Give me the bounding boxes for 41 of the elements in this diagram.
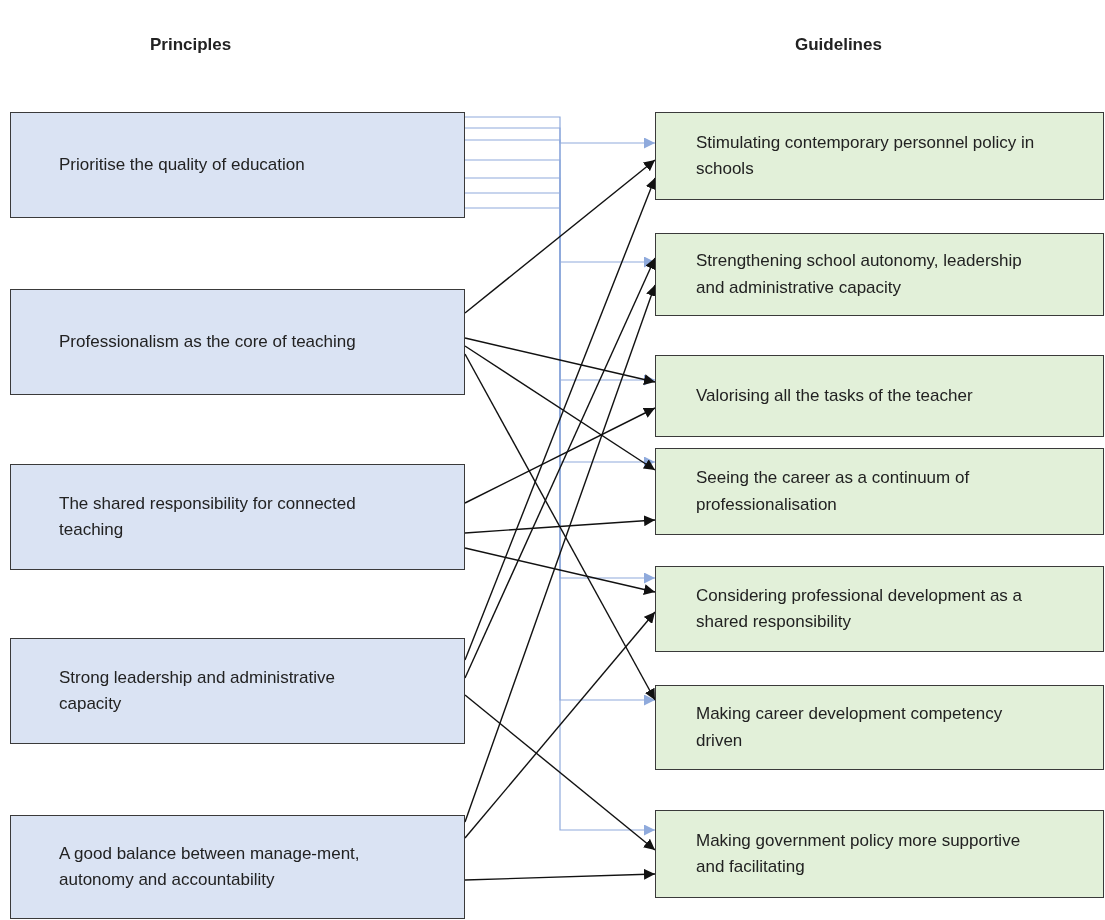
arrow — [464, 257, 656, 679]
principle-box — [10, 638, 465, 744]
guideline-box — [655, 810, 1104, 898]
arrow — [464, 868, 656, 881]
arrow — [464, 139, 656, 386]
guideline-box — [655, 233, 1104, 316]
node-text: Professionalism as the core of teaching — [59, 330, 356, 353]
principle-box — [10, 112, 465, 218]
guideline-box — [655, 355, 1104, 437]
arrow — [464, 345, 656, 471]
arrow — [464, 159, 656, 314]
guideline-box — [655, 112, 1104, 200]
arrow — [464, 407, 656, 504]
column-heading: Guidelines — [795, 35, 882, 55]
node-text: Making government policy more supportive and facilitating — [696, 829, 1022, 878]
column-heading: Principles — [150, 35, 232, 55]
arrow — [464, 611, 656, 839]
principle-box — [10, 464, 465, 570]
node-text: Prioritise the quality of education — [59, 153, 305, 176]
node-text: Strong leadership and administrative capacity — [59, 666, 336, 715]
guideline-box — [655, 566, 1104, 652]
node-text: Making career development competency driven — [696, 703, 1004, 752]
arrow — [464, 116, 656, 149]
guideline-box — [655, 685, 1104, 770]
node-text: Seeing the career as a continuum of professionalisation — [696, 467, 971, 516]
arrow — [464, 353, 656, 701]
node-text: The shared responsibility for connected teaching — [59, 492, 357, 541]
node-text: Considering professional development as a shared responsibility — [696, 584, 1024, 633]
principle-box — [10, 289, 465, 395]
arrow — [464, 547, 656, 595]
arrow — [464, 159, 656, 468]
node-text: A good balance between manage-ment, autonomy and accountability — [59, 842, 361, 891]
arrow — [464, 694, 656, 851]
arrow — [464, 177, 656, 584]
node-text: Stimulating contemporary personnel policy in schools — [696, 131, 1036, 180]
principle-box — [10, 815, 465, 919]
arrow — [464, 337, 656, 385]
node-text: Valorising all the tasks of the teacher — [696, 384, 973, 407]
arrow — [464, 515, 656, 534]
guideline-box — [655, 448, 1104, 535]
node-text: Strengthening school autonomy, leadership and administrative capacity — [696, 250, 1023, 299]
